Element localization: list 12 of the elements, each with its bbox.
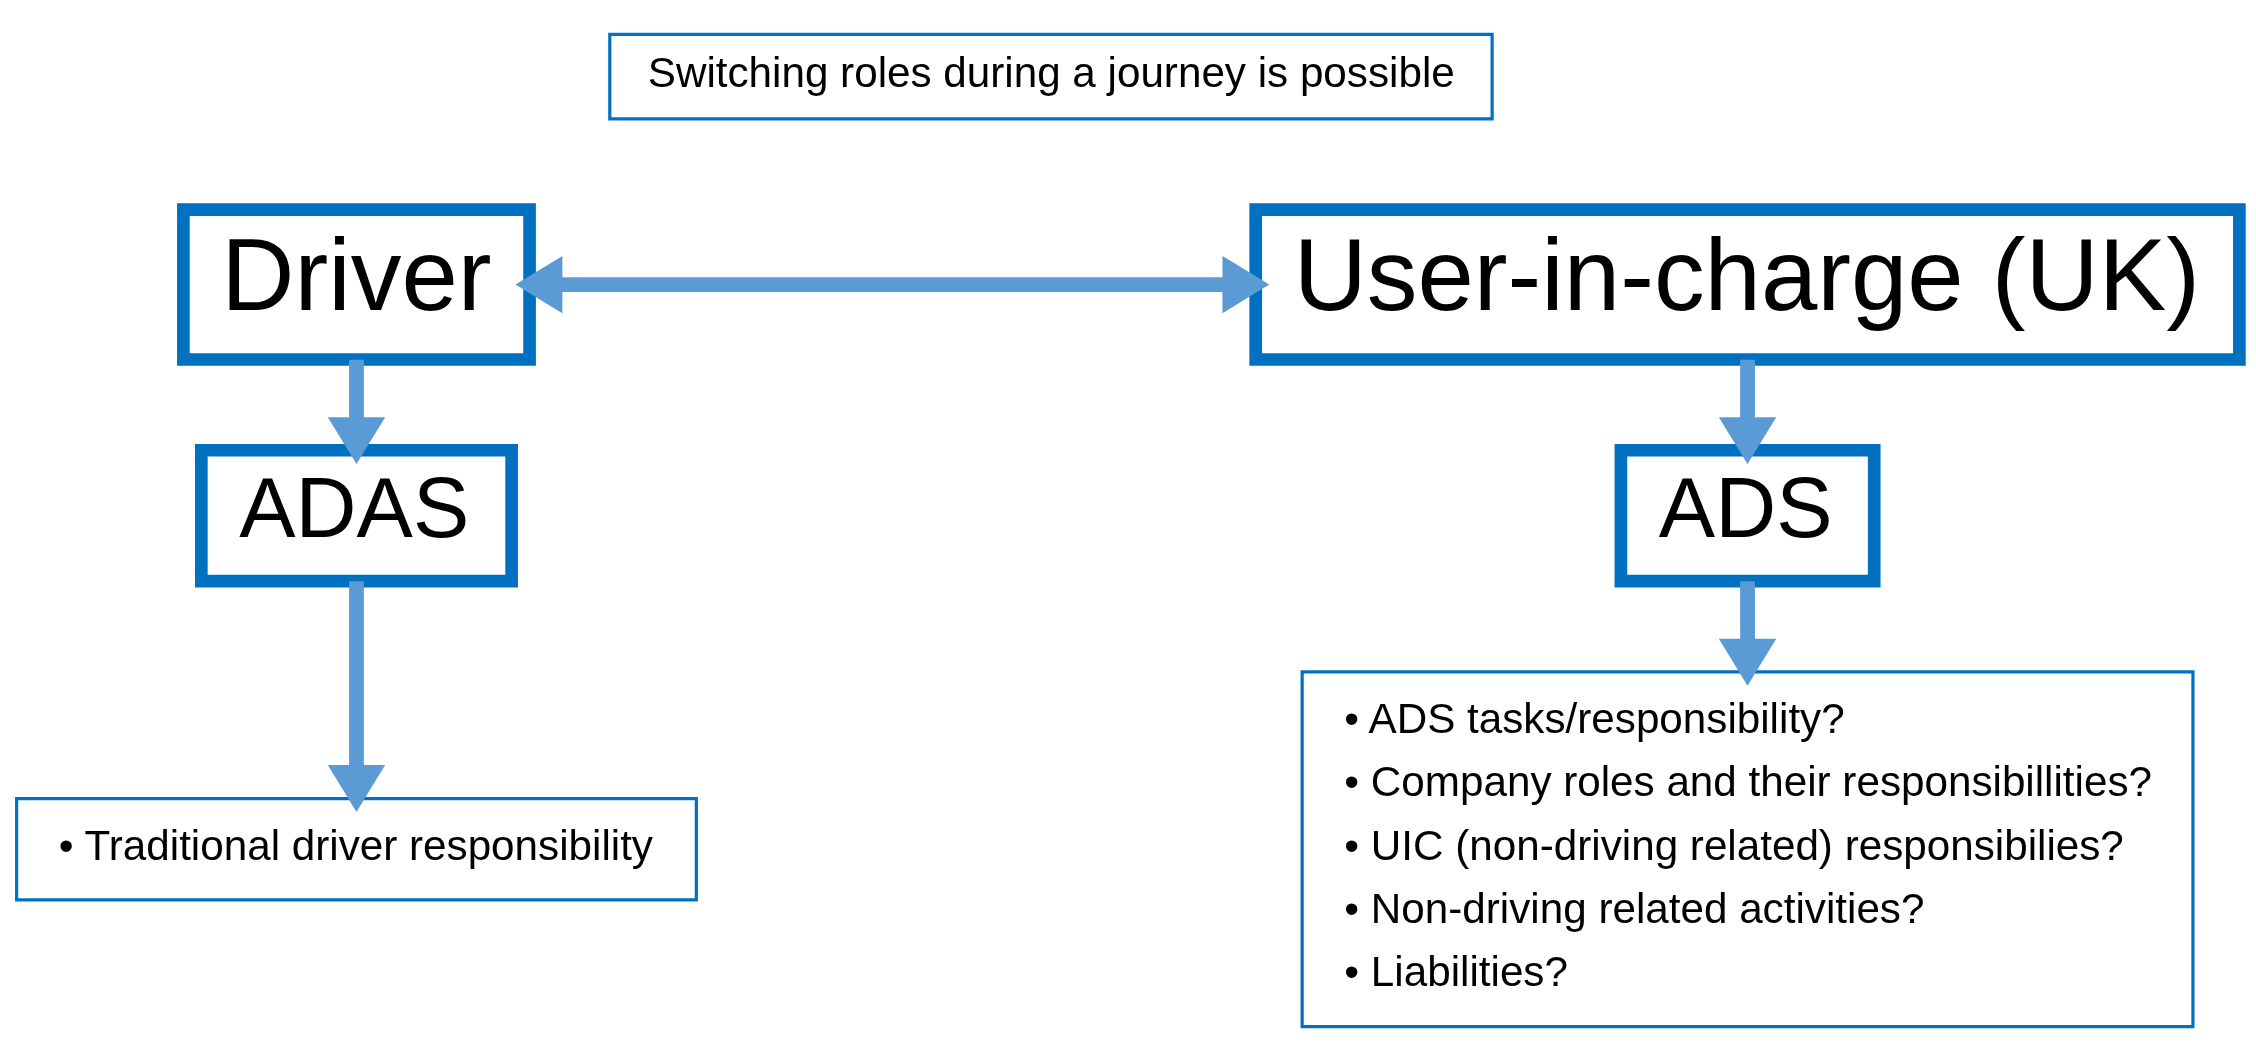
node-box: User-in-charge (UK)	[1249, 203, 2246, 366]
node-box: ADAS	[195, 443, 518, 588]
node-box: Driver	[177, 203, 536, 366]
arrow	[515, 255, 1270, 314]
arrow	[327, 359, 386, 464]
node-box: ADS	[1614, 443, 1881, 588]
arrow	[327, 581, 386, 812]
node-box: • ADS tasks/responsibility? • Company roles and their responsibillities? • UIC (non-driving related) responsibilies? • Non-driving related activities? • Liabilities?	[1300, 670, 2195, 1029]
arrow	[1718, 359, 1777, 464]
node-box: • Traditional driver responsibility	[15, 797, 698, 902]
node-box: Switching roles during a journey is possible	[608, 32, 1494, 121]
arrow	[1718, 581, 1777, 686]
